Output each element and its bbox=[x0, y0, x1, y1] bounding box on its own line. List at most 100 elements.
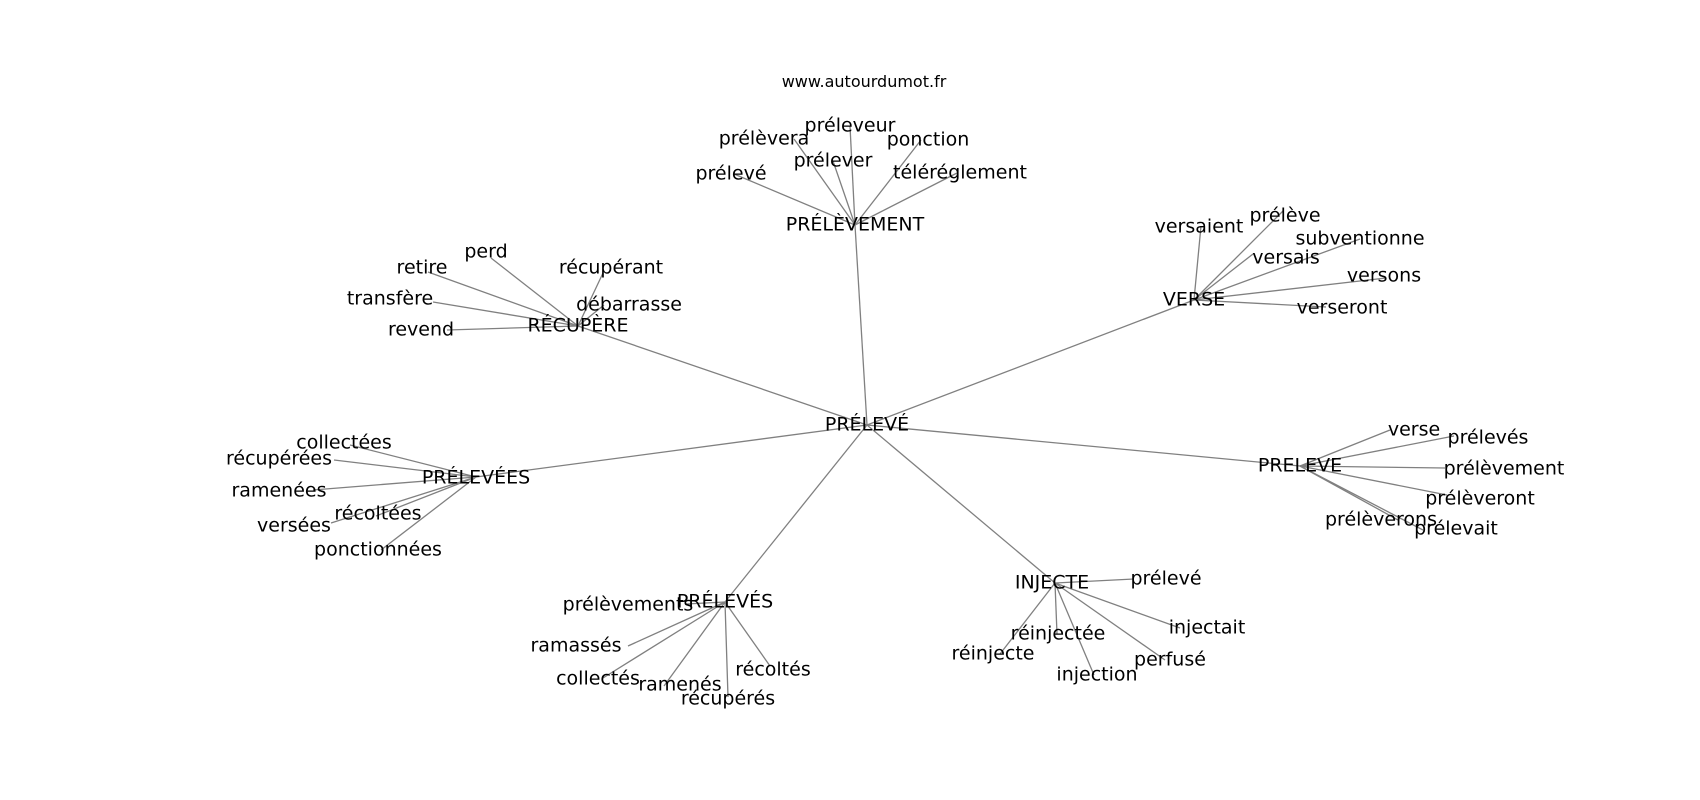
leaf-edge bbox=[349, 444, 477, 478]
leaf-word: prélèveront bbox=[1425, 488, 1535, 510]
leaf-edge bbox=[446, 325, 579, 331]
leaf-word: prélever bbox=[794, 150, 873, 172]
leaf-edge bbox=[1299, 429, 1391, 467]
center-edge bbox=[866, 424, 1056, 584]
leaf-word: injectait bbox=[1169, 617, 1246, 639]
leaf-edge bbox=[1299, 435, 1455, 467]
leaf-edge bbox=[577, 304, 605, 327]
leaf-word: versées bbox=[257, 515, 331, 537]
leaf-word: prélevé bbox=[1130, 568, 1201, 590]
leaf-word: versais bbox=[1252, 247, 1319, 269]
leaf-word: transfère bbox=[347, 288, 433, 310]
leaf-edge bbox=[724, 601, 771, 667]
leaf-word: prélèvement bbox=[1444, 458, 1565, 480]
leaf-edge bbox=[312, 476, 477, 491]
leaf-edge bbox=[663, 601, 726, 687]
leaf-edge bbox=[490, 257, 579, 327]
leaf-word: récoltés bbox=[735, 659, 810, 681]
leaf-edge bbox=[375, 476, 477, 517]
leaf-word: ponctionnées bbox=[314, 539, 442, 561]
leaf-edge bbox=[849, 125, 856, 226]
leaf-edge bbox=[1299, 465, 1448, 496]
leaf-word: collectées bbox=[296, 432, 392, 454]
leaf-word: ramenés bbox=[638, 674, 721, 696]
hub-word: PRELEVE bbox=[1258, 455, 1342, 477]
leaf-word: ramenées bbox=[232, 480, 327, 502]
leaf-edge bbox=[1299, 465, 1424, 531]
leaf-edge bbox=[832, 160, 856, 226]
leaf-word: réinjecte bbox=[952, 643, 1035, 665]
leaf-edge bbox=[380, 476, 477, 551]
hub-word: PRÉLEVÉES bbox=[422, 466, 530, 489]
leaf-word: débarrasse bbox=[576, 294, 682, 316]
leaf-edge bbox=[1299, 465, 1446, 469]
leaf-word: prélèvements bbox=[563, 594, 694, 616]
leaf-word: prélèvera bbox=[719, 128, 810, 150]
leaf-word: injection bbox=[1056, 664, 1137, 686]
hub-word: INJECTE bbox=[1015, 572, 1089, 594]
leaf-word: perfusé bbox=[1134, 649, 1206, 671]
center-edge bbox=[724, 424, 868, 603]
hub-word: VERSE bbox=[1163, 289, 1225, 311]
center-edge bbox=[577, 325, 868, 426]
hub-word: PRÉLÈVEMENT bbox=[786, 213, 925, 236]
leaf-word: ponction bbox=[887, 129, 970, 151]
leaf-word: revend bbox=[388, 319, 454, 341]
leaf-word: réinjectée bbox=[1011, 623, 1106, 645]
leaf-word: prélevait bbox=[1414, 518, 1498, 540]
leaf-word: prélèverons bbox=[1325, 509, 1437, 531]
center-edge bbox=[866, 424, 1301, 467]
leaf-word: prélève bbox=[1249, 205, 1320, 227]
leaf-word: récoltées bbox=[334, 503, 421, 525]
leaf-edge bbox=[1193, 277, 1387, 301]
leaf-edge bbox=[854, 139, 922, 226]
leaf-edge bbox=[627, 601, 726, 647]
leaf-word: prélevé bbox=[695, 163, 766, 185]
leaf-edge bbox=[724, 601, 729, 698]
leaf-word: versaient bbox=[1155, 216, 1244, 238]
leaf-edge bbox=[1054, 582, 1166, 661]
leaf-edge bbox=[427, 271, 579, 327]
leaf-edge bbox=[1054, 582, 1058, 635]
leaf-word: récupérés bbox=[681, 688, 775, 710]
leaf-edge bbox=[1193, 238, 1361, 301]
center-edge bbox=[866, 299, 1195, 426]
leaf-word: subventionne bbox=[1295, 228, 1424, 250]
leaf-word: récupérant bbox=[559, 257, 663, 279]
leaf-word: ramassés bbox=[531, 635, 622, 657]
leaf-edge bbox=[1054, 582, 1181, 629]
leaf-word: versons bbox=[1347, 265, 1421, 287]
leaf-edge bbox=[1193, 299, 1327, 308]
leaf-edge bbox=[1193, 225, 1202, 301]
leaf-word: récupérées bbox=[226, 448, 332, 470]
leaf-edge bbox=[854, 172, 958, 226]
leaf-word: verse bbox=[1388, 419, 1440, 441]
leaf-edge bbox=[602, 601, 726, 679]
leaf-edge bbox=[999, 582, 1056, 655]
leaf-word: collectés bbox=[556, 668, 640, 690]
leaf-edge bbox=[1054, 578, 1135, 584]
center-edge bbox=[854, 224, 868, 426]
leaf-word: verseront bbox=[1297, 297, 1388, 319]
leaf-word: prélevés bbox=[1448, 427, 1529, 449]
labels-layer: PRÉLEVÉPRÉLÈVEMENTprélevéprélèveraprélev… bbox=[226, 115, 1564, 710]
leaf-edge bbox=[1193, 253, 1254, 301]
leaf-edge bbox=[330, 476, 477, 524]
center-edge bbox=[475, 424, 868, 478]
leaf-edge bbox=[432, 301, 579, 327]
source-watermark: www.autourdumot.fr bbox=[782, 72, 947, 91]
center-word: PRÉLEVÉ bbox=[825, 413, 909, 436]
hub-word: PRÉLEVÉS bbox=[677, 590, 773, 613]
leaf-edge bbox=[1193, 210, 1284, 301]
leaf-edge bbox=[577, 272, 604, 327]
leaf-edge bbox=[685, 601, 726, 605]
hub-word: RÉCUPÈRE bbox=[527, 314, 628, 337]
edges-layer bbox=[312, 125, 1455, 698]
leaf-word: retire bbox=[397, 257, 448, 279]
leaf-edge bbox=[733, 173, 856, 226]
leaf-edge bbox=[1054, 582, 1095, 676]
leaf-edge bbox=[793, 138, 856, 226]
leaf-word: téléréglement bbox=[893, 162, 1027, 184]
leaf-word: préleveur bbox=[805, 115, 896, 137]
